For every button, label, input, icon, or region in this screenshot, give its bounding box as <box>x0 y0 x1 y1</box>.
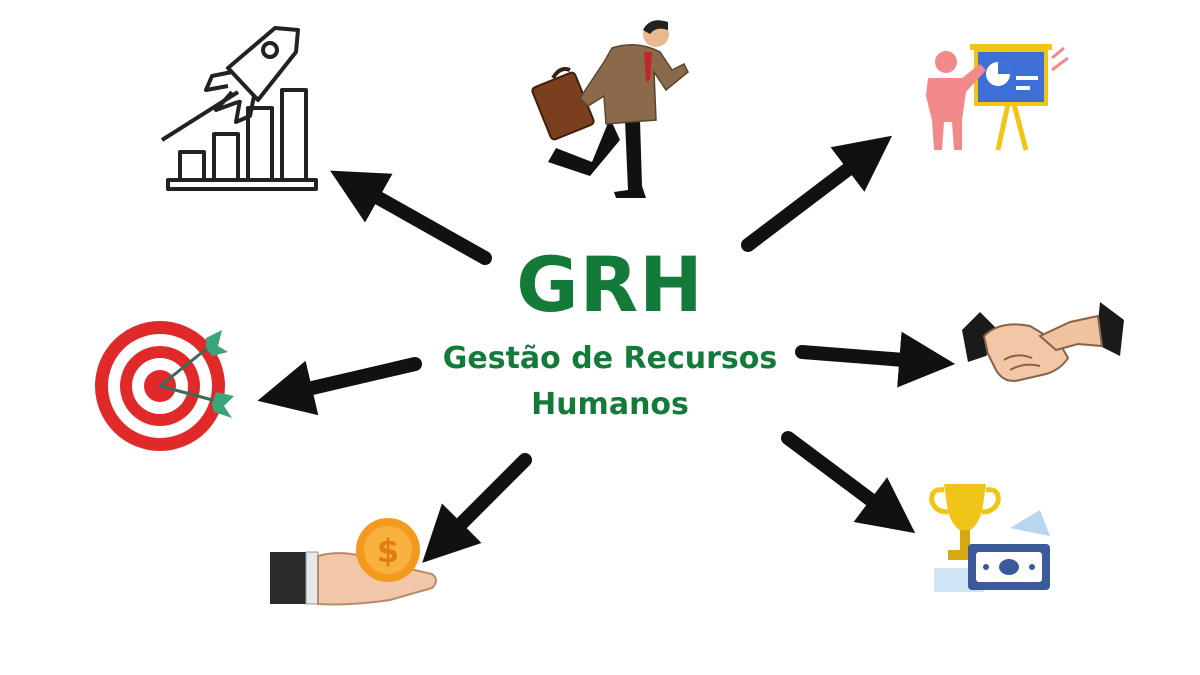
diagram-subtitle: Gestão de Recursos Humanos <box>400 336 820 428</box>
arrow-to-trophy <box>781 431 916 534</box>
businessman-running-icon <box>531 20 689 198</box>
hand-coin-icon: $ <box>270 518 437 606</box>
diagram-title: GRH <box>516 240 704 329</box>
trophy-money-icon <box>929 484 1050 592</box>
arrow-to-target <box>257 357 422 416</box>
arrow-to-presentation <box>741 135 893 252</box>
arrow-to-growth-chart <box>330 170 492 265</box>
presentation-board-icon <box>926 44 1069 151</box>
svg-text:$: $ <box>377 532 399 570</box>
arrow-to-hand-coin <box>422 453 532 563</box>
subtitle-line-2: Humanos <box>531 387 689 422</box>
growth-chart-rocket-icon <box>160 26 318 191</box>
handshake-icon <box>962 302 1124 382</box>
subtitle-line-1: Gestão de Recursos <box>442 341 778 376</box>
target-dartboard-icon <box>95 321 234 451</box>
arrow-to-handshake <box>795 331 956 388</box>
